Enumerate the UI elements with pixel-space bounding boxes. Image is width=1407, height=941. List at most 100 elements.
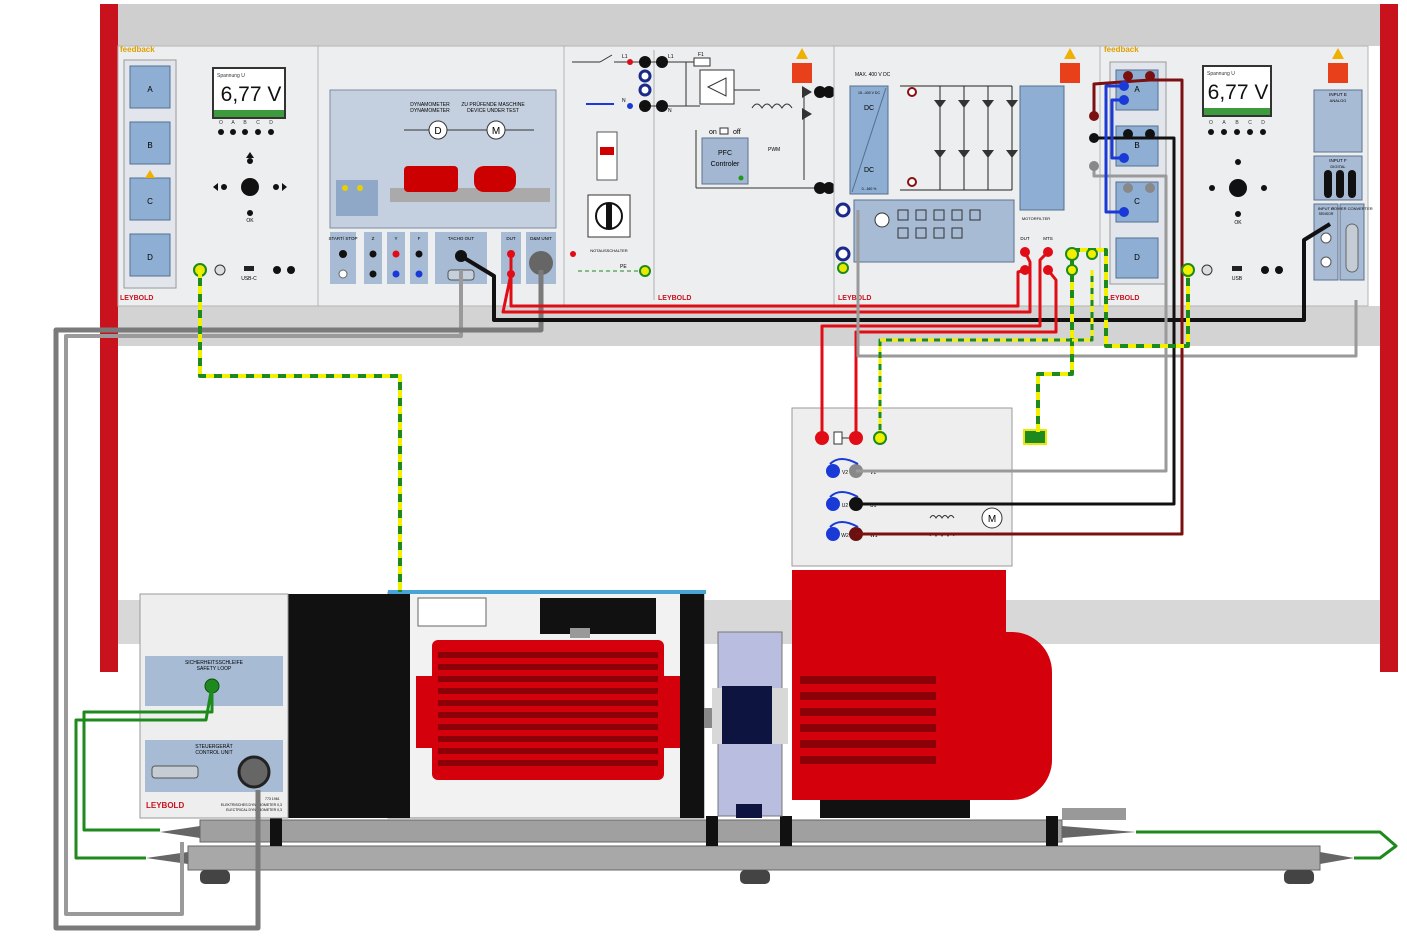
svg-text:N: N [668,108,672,114]
svg-text:DC: DC [864,167,874,174]
channel-d: D [129,233,171,277]
svg-text:INPUT E: INPUT E [1329,92,1347,97]
supply-panel: L1 N F1 L1 N PFC Controler PWM on off NO… [563,45,835,307]
channel-c: C [129,177,171,221]
svg-text:DUT: DUT [1020,236,1029,241]
svg-text:ZU PRÜFENDE MASCHINE: ZU PRÜFENDE MASCHINE [461,101,525,108]
svg-text:C: C [1134,197,1140,206]
channel-b: B [129,121,171,165]
navigation-joystick[interactable]: OK [213,152,287,224]
svg-text:USB: USB [1232,276,1243,282]
select-label-row: O A B C D [219,120,273,126]
inverter-panel: MAX. 400 V DC DC DC 15...400 V DC 0...16… [833,45,1101,307]
emergency-off-switch[interactable] [596,131,618,181]
wiring [53,71,1398,931]
svg-text:INPUT F: INPUT F [1329,158,1347,163]
channel-d-right: D [1115,237,1159,279]
svg-text:LEYBOLD: LEYBOLD [146,801,184,810]
svg-text:DYNAMOMETER: DYNAMOMETER [410,102,450,108]
svg-text:DYNAMOMETER: DYNAMOMETER [410,108,450,114]
feedback-logo-right: feedback [1104,45,1139,54]
svg-text:ANALOG: ANALOG [1330,98,1347,103]
voltage-readout-left: 6,77 V [221,83,282,106]
svg-text:O: O [1209,120,1213,126]
dyn-controls: START/ STOP Z Y F [328,232,428,284]
svg-text:C: C [147,197,153,206]
svg-text:SAFETY LOOP: SAFETY LOOP [197,666,232,672]
svg-text:START/ STOP: START/ STOP [328,236,357,241]
svg-text:on: on [709,129,717,136]
svg-text:L1: L1 [622,54,628,60]
navigation-joystick-right[interactable]: OK [1209,159,1267,226]
feedback-logo-left: feedback [120,45,155,54]
svg-text:SENSOR: SENSOR [1319,212,1334,216]
svg-text:NOTAUSSCHALTER: NOTAUSSCHALTER [590,248,628,253]
warning-triangle-icon [145,170,155,178]
svg-text:V2: V2 [842,470,848,476]
motor-terminal-box: ⏚ V2 V1 U2 U1 W2 W1 M [791,407,1047,567]
svg-text:D: D [1134,253,1140,262]
svg-text:off: off [733,129,741,136]
svg-text:N: N [622,98,626,104]
leybold-logo-5: LEYBOLD [1106,295,1139,302]
svg-text:OK: OK [246,218,254,224]
svg-text:DC: DC [864,105,874,112]
leybold-logo-3: LEYBOLD [658,295,691,302]
svg-text:V1: V1 [870,470,876,476]
svg-text:U2: U2 [842,503,849,509]
svg-text:Controler: Controler [711,161,740,168]
dynamometer-machine [288,590,720,819]
svg-text:STEUERGERÄT: STEUERGERÄT [195,743,233,750]
leybold-logo-4: LEYBOLD [838,295,871,302]
safety-loop-wire [82,686,214,832]
svg-text:U1: U1 [870,503,877,509]
svg-text:C: C [1248,120,1252,126]
black-cable-converter [459,222,1332,322]
svg-text:INPUT G: INPUT G [1318,206,1334,211]
svg-text:MAX. 400 V DC: MAX. 400 V DC [855,72,891,78]
svg-text:B: B [1134,141,1139,150]
svg-text:B: B [147,141,152,150]
grey-cable-tacho [64,270,463,916]
svg-text:PFC: PFC [718,150,732,157]
measurement-module-left: feedback A B C D Spannung U 6,77 V O A B… [117,45,544,307]
svg-text:D: D [269,120,273,126]
svg-text:TACHO OUT: TACHO OUT [448,236,474,241]
svg-text:A: A [231,120,235,126]
svg-text:Y: Y [394,236,397,241]
svg-text:MOTORFILTER: MOTORFILTER [1022,216,1050,221]
lcd-display-right: Spannung U 6,77 V [1202,65,1272,117]
svg-text:ELECTRICAL DYNAMOMETER 0,3: ELECTRICAL DYNAMOMETER 0,3 [226,808,282,812]
svg-text:DIGITAL: DIGITAL [1330,164,1346,169]
svg-text:POWER CONVERTER: POWER CONVERTER [1331,206,1372,211]
svg-text:DEVICE UNDER TEST: DEVICE UNDER TEST [467,108,519,114]
svg-text:B: B [1235,120,1239,126]
svg-text:D: D [1261,120,1265,126]
motor-filter-block [1019,85,1065,211]
svg-text:773 1961: 773 1961 [265,797,280,801]
svg-text:SICHERHEITSSCHLEIFE: SICHERHEITSSCHLEIFE [185,660,244,666]
svg-text:Spannung U: Spannung U [217,73,245,79]
svg-text:M: M [988,514,996,525]
svg-text:PE: PE [620,264,627,270]
machine-rails [146,808,1354,884]
usb-port-left: USB-C [241,266,257,282]
motor-under-test [792,570,1052,818]
svg-text:CONTROL UNIT: CONTROL UNIT [195,750,232,756]
svg-text:F: F [418,236,421,241]
svg-text:F1: F1 [698,52,704,58]
terminal-row-w: W2 W1 [826,527,878,541]
svg-text:0...160 %: 0...160 % [862,187,877,191]
svg-text:MTS: MTS [1043,236,1053,241]
svg-text:M: M [492,126,500,137]
svg-text:15...400 V DC: 15...400 V DC [858,91,880,95]
svg-text:O: O [219,120,223,126]
svg-text:A: A [1222,120,1226,126]
svg-text:D: D [434,126,441,137]
svg-text:A: A [147,85,153,94]
svg-text:A: A [1134,85,1140,94]
usb-port-right: USB [1232,266,1243,282]
dynamometer-panel: DYNAMOMETER DYNAMOMETER ZU PRÜFENDE MASC… [317,45,600,307]
svg-text:ELEKTRISCHES DYNAMOMETER 0,3: ELEKTRISCHES DYNAMOMETER 0,3 [221,803,282,807]
rack-post-right [1380,4,1398,672]
